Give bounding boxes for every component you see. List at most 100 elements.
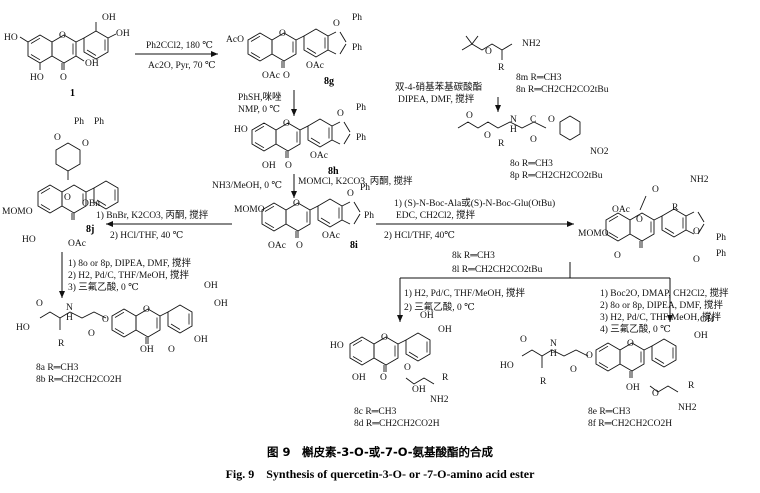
8mn-group-1: NH2 bbox=[522, 39, 541, 49]
8ef-group-10: O bbox=[627, 339, 634, 349]
8g-group-0: AcO bbox=[226, 35, 244, 45]
8i-group-3: O bbox=[293, 199, 300, 209]
8h-group-2: OAc bbox=[310, 151, 328, 161]
8h-group-1: OH bbox=[262, 161, 276, 171]
8kl-group-1: O bbox=[652, 185, 659, 195]
8ef-group-6: OH bbox=[626, 383, 640, 393]
8ef-group-0: HO bbox=[500, 361, 514, 371]
8op-group-2: H bbox=[510, 125, 517, 135]
8h-group-0: HO bbox=[234, 125, 248, 135]
8op-group-0: O bbox=[484, 131, 491, 141]
8ef-group-11: O bbox=[652, 389, 659, 399]
8j-group-0: MOMO bbox=[2, 207, 33, 217]
compound-8o-8p: O N H C O O NO2 R O 8o R═CH3 8p R═CH2CH2… bbox=[457, 111, 609, 181]
8ef-group-7: OH bbox=[694, 331, 708, 341]
8ab-group-0: HO bbox=[16, 323, 30, 333]
8i-group-6: Ph bbox=[360, 183, 370, 193]
r3-line-1: MOMCl, K2CO3, 丙酮, 搅拌 bbox=[298, 175, 413, 187]
compound-8g: AcO OAc OAc O O O Ph Ph 8g bbox=[226, 13, 362, 87]
8g-group-4: O bbox=[283, 71, 290, 81]
compound-8e-8f: HO O N H O O OH OH R OH O O R NH2 8e R═C… bbox=[500, 315, 714, 429]
8i-group-5: O bbox=[347, 189, 354, 199]
8ef-group-2: N bbox=[550, 339, 557, 349]
8op-sub-0: 8o R═CH3 bbox=[510, 159, 553, 169]
8ab-group-10: OH bbox=[214, 299, 228, 309]
8mn-group-2: R bbox=[498, 63, 505, 73]
8cd-group-2: OH bbox=[420, 311, 434, 321]
r9-line-1: 2) 8o or 8p, DIPEA, DMF, 搅拌 bbox=[600, 299, 724, 311]
r7-line-1: 2) H2, Pd/C, THF/MeOH, 搅拌 bbox=[68, 269, 189, 281]
8op-group-3: C bbox=[530, 115, 536, 125]
compound-8k-8l: OAc O NH2 R MOMO O O O O Ph Ph bbox=[578, 175, 726, 265]
r7-line-0: 1) 8o or 8p, DIPEA, DMF, 搅拌 bbox=[68, 257, 192, 269]
8i-group-1: OAc bbox=[268, 241, 286, 251]
8op-group-6: NO2 bbox=[590, 147, 609, 157]
8op-group-4: O bbox=[530, 135, 537, 145]
8ef-group-1: O bbox=[520, 335, 527, 345]
8ef-group-9: OH bbox=[700, 315, 714, 325]
8mn-group-0: O bbox=[485, 47, 492, 57]
8kl-group-0: OAc bbox=[612, 205, 630, 215]
compound-1-label: 1 bbox=[70, 88, 75, 99]
r6-line-2: 2) HCl/THF, 40℃ bbox=[384, 230, 455, 241]
8j-group-3: OAc bbox=[68, 239, 86, 249]
r5-line-1: 2) HCl/THF, 40 ℃ bbox=[110, 230, 184, 241]
r8-line-0: 1) H2, Pd/C, THF/MeOH, 搅拌 bbox=[404, 287, 525, 299]
8kl-group-10: Ph bbox=[716, 249, 726, 259]
8ab-group-7: OH bbox=[194, 335, 208, 345]
8j-group-2: OBn bbox=[82, 199, 100, 209]
8h-label: 8h bbox=[328, 166, 339, 177]
r4-line-1: DIPEA, DMF, 搅拌 bbox=[398, 93, 475, 105]
8kl-group-4: MOMO bbox=[578, 229, 609, 239]
8kl-group-3: R bbox=[672, 203, 679, 213]
8ef-group-8: R bbox=[540, 377, 547, 387]
compound-8j: Ph Ph O O MOMO HO OBn OAc O 8j bbox=[2, 117, 119, 249]
compound-1-group-1: HO bbox=[30, 73, 44, 83]
r2-line-0: PhSH,咪唑 bbox=[238, 91, 282, 103]
compound-1-group-6: O bbox=[60, 73, 67, 83]
8mn-sub-1: 8n R═CH2CH2CO2tBu bbox=[516, 85, 609, 95]
8g-group-3: O bbox=[279, 29, 286, 39]
8j-group-1: HO bbox=[22, 235, 36, 245]
8cd-group-6: O bbox=[404, 363, 411, 373]
compound-1-group-5: O bbox=[59, 31, 66, 41]
caption-en: Fig. 9 Synthesis of quercetin-3-O- or -7… bbox=[226, 467, 536, 481]
8h-group-3: O bbox=[283, 119, 290, 129]
8cd-group-8: NH2 bbox=[430, 395, 449, 405]
8i-group-2: OAc bbox=[322, 231, 340, 241]
r2-line-1: NMP, 0 ℃ bbox=[238, 105, 280, 115]
8i-label: 8i bbox=[350, 240, 358, 251]
8cd-group-3: O bbox=[380, 373, 387, 383]
8op-sub-1: 8p R═CH2CH2CO2tBu bbox=[510, 171, 603, 181]
r1-line-0: Ph2CCl2, 180 ℃ bbox=[146, 41, 213, 51]
8j-group-4: O bbox=[64, 193, 71, 203]
8ef-group-13: NH2 bbox=[678, 403, 697, 413]
8kl-group-2: NH2 bbox=[690, 175, 709, 185]
r3-line-0: NH3/MeOH, 0 ℃ bbox=[212, 181, 282, 191]
8ab-group-4: O bbox=[88, 329, 95, 339]
compound-8c-8d: HO OH OH O OH O O R NH2 OH 8c R═CH3 8d R… bbox=[330, 311, 452, 429]
8h-group-4: O bbox=[285, 161, 292, 171]
r5-line-0: 1) BnBr, K2CO3, 丙酮, 搅拌 bbox=[96, 209, 209, 221]
8j-label: 8j bbox=[86, 224, 94, 235]
8ab-group-9: OH bbox=[204, 281, 218, 291]
8ef-sub-0: 8e R═CH3 bbox=[588, 407, 631, 417]
compound-1-group-3: OH bbox=[102, 13, 116, 23]
8ab-group-8: R bbox=[58, 339, 65, 349]
compound-1-group-2: OH bbox=[85, 59, 99, 69]
8ab-group-6: OH bbox=[140, 345, 154, 355]
8cd-group-9: OH bbox=[412, 385, 426, 395]
8g-label: 8g bbox=[324, 76, 334, 87]
8j-group-8: Ph bbox=[94, 117, 104, 127]
8g-group-5: O bbox=[333, 19, 340, 29]
8ef-sub-1: 8f R═CH2CH2CO2H bbox=[588, 418, 672, 429]
8j-group-6: O bbox=[82, 139, 89, 149]
8ef-group-3: H bbox=[550, 349, 557, 359]
compound-1: HO HO OH OH OH O O 1 bbox=[4, 13, 130, 99]
8j-group-5: O bbox=[54, 133, 61, 143]
8ab-group-5: O bbox=[102, 315, 109, 325]
8cd-sub-0: 8c R═CH3 bbox=[354, 407, 397, 417]
8op-group-8: O bbox=[466, 111, 473, 121]
8ab-group-12: O bbox=[168, 345, 175, 355]
compound-8m-8n: O NH2 R 8m R═CH3 8n R═CH2CH2CO2tBu bbox=[461, 35, 609, 95]
